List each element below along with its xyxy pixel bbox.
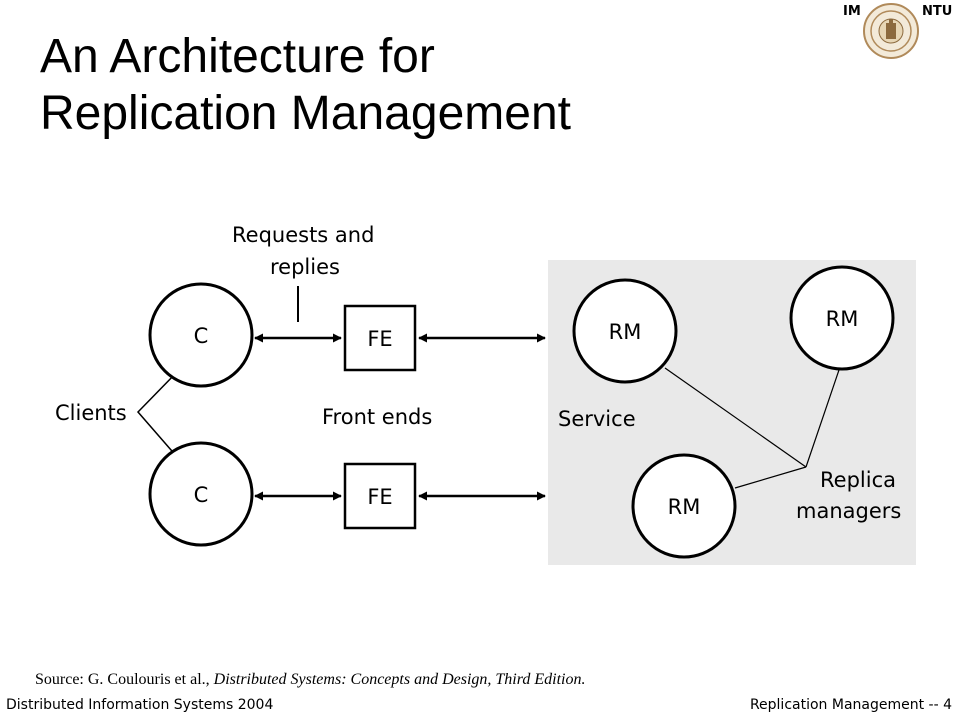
rm-node-bottom-label: RM bbox=[668, 495, 701, 519]
rm-link-left bbox=[664, 367, 807, 468]
rm-node-left bbox=[572, 278, 678, 384]
source-prefix: Source: G. Coulouris et al., bbox=[35, 671, 214, 688]
client-node-top-label: C bbox=[194, 324, 209, 348]
requests-label-line2: replies bbox=[270, 255, 340, 279]
footer-page: Replication Management -- 4 bbox=[749, 697, 952, 713]
client-node-bottom bbox=[148, 441, 254, 547]
page-title: An Architecture for Replication Manageme… bbox=[40, 28, 800, 142]
clients-brace bbox=[136, 370, 179, 459]
fe-node-bottom-label: FE bbox=[367, 485, 392, 509]
fe-node-bottom bbox=[343, 462, 417, 530]
replica-label-line2: managers bbox=[796, 499, 901, 523]
replica-label-line1: Replica bbox=[820, 468, 896, 492]
rm-node-left-label: RM bbox=[609, 320, 642, 344]
fe-node-top bbox=[343, 304, 417, 372]
source-book-title: Distributed Systems: Concepts and Design… bbox=[213, 671, 586, 688]
requests-label-line1: Requests and bbox=[232, 223, 374, 247]
title-line-2: Replication Management bbox=[40, 87, 571, 140]
client-node-top bbox=[148, 282, 254, 388]
rm-node-bottom bbox=[631, 453, 737, 559]
rm-node-right-label: RM bbox=[826, 307, 859, 331]
source-citation: Source: G. Coulouris et al., Distributed… bbox=[35, 671, 895, 689]
footer-course: Distributed Information Systems 2004 bbox=[6, 697, 274, 713]
rm-link-bottom bbox=[734, 466, 807, 489]
fe-node-top-label: FE bbox=[367, 327, 392, 351]
header-im-label: IM bbox=[843, 4, 861, 19]
rm-node-right bbox=[789, 265, 895, 371]
front-ends-label: Front ends bbox=[322, 405, 432, 429]
clients-label: Clients bbox=[55, 401, 127, 425]
service-label: Service bbox=[558, 407, 636, 431]
title-line-1: An Architecture for bbox=[40, 30, 435, 83]
header-ntu-label: NTU bbox=[922, 4, 953, 19]
client-node-bottom-label: C bbox=[194, 483, 209, 507]
university-seal-icon bbox=[863, 3, 919, 59]
rm-link-right bbox=[805, 366, 841, 468]
